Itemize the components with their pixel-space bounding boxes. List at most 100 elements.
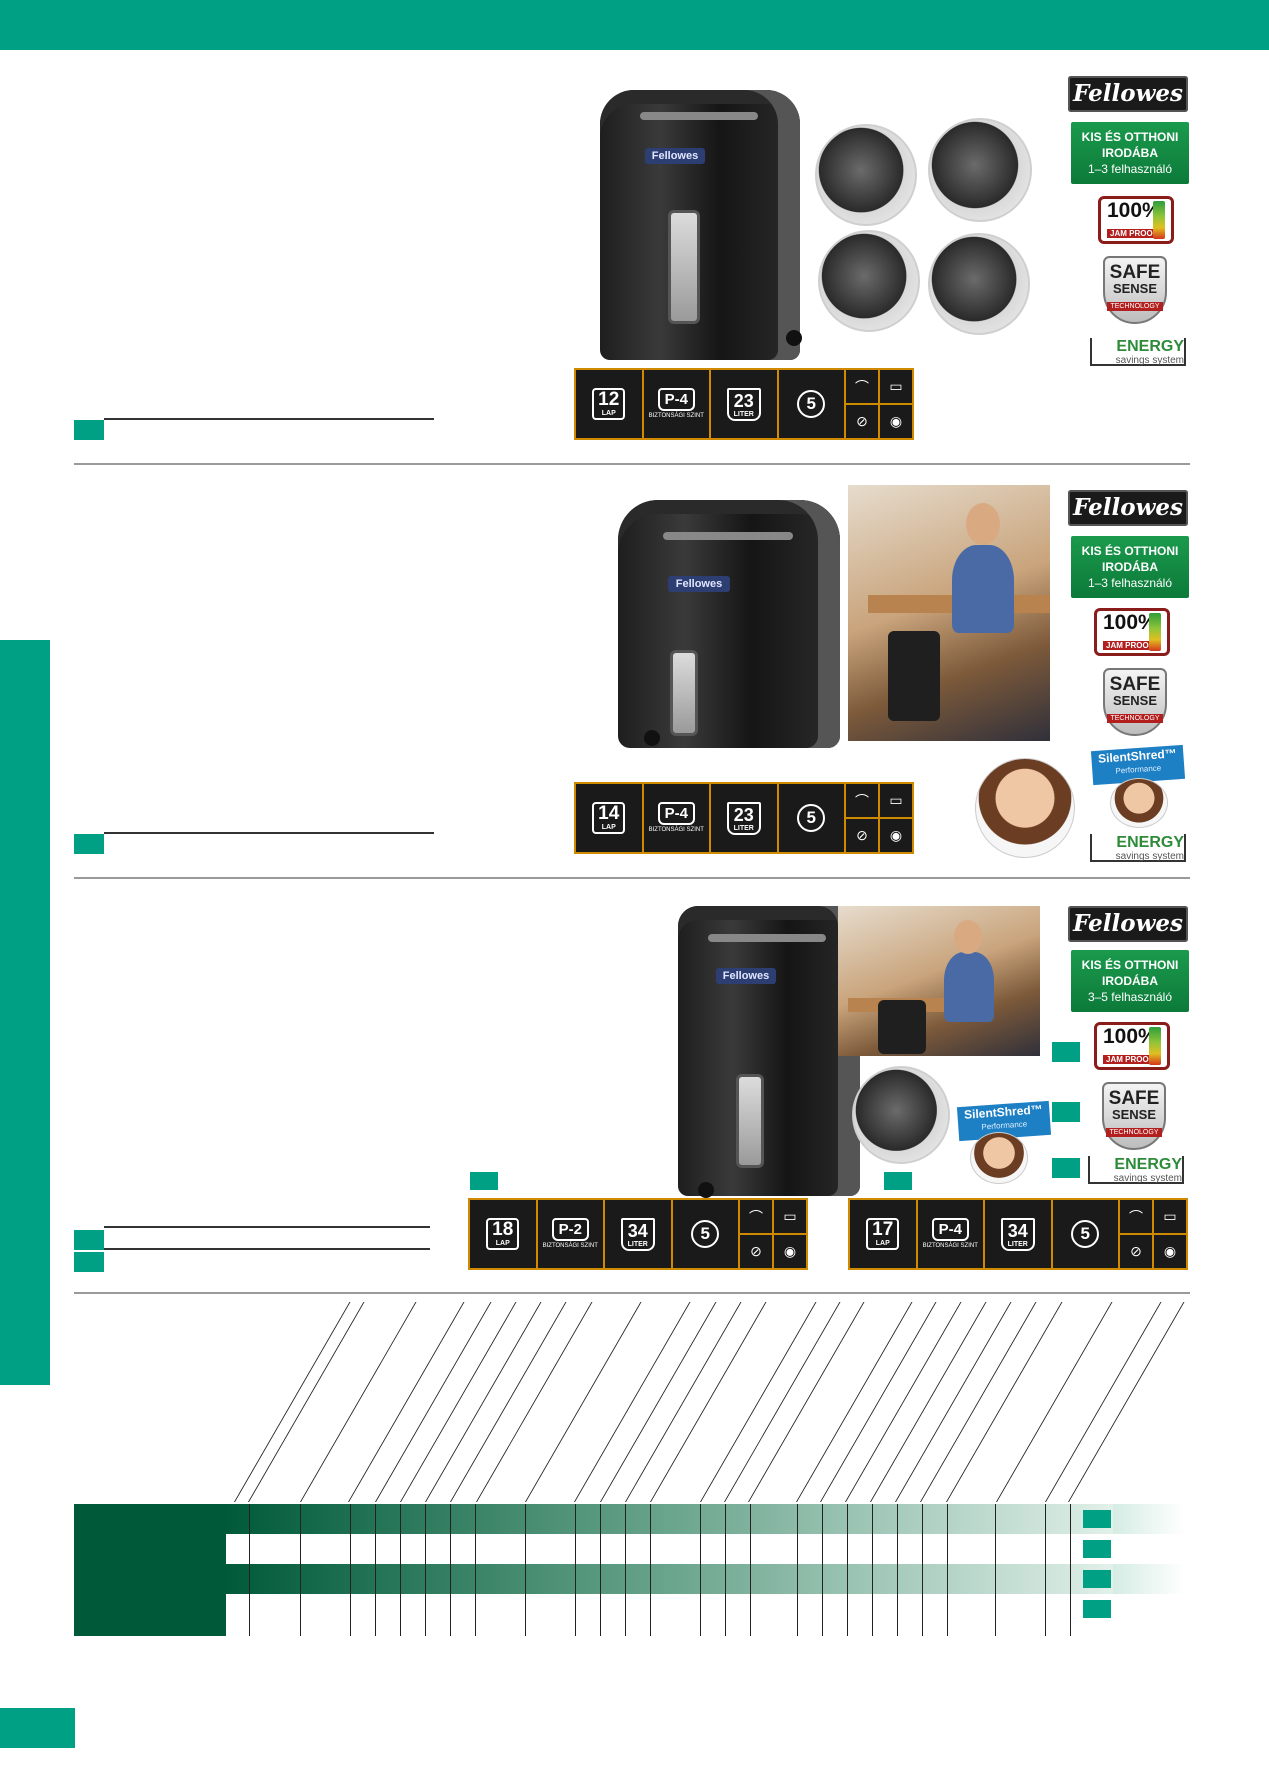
safe-sense-badge: SAFE SENSE TECHNOLOGY xyxy=(1102,1082,1166,1150)
material-icons: ⌒ ▭ ⊘ ◉ xyxy=(846,784,912,852)
text-underline xyxy=(104,1226,430,1228)
spec-marker xyxy=(884,1172,912,1190)
safe-sense-badge: SAFE SENSE TECHNOLOGY xyxy=(1103,256,1167,324)
paperclip-icon: ⊘ xyxy=(740,1235,772,1268)
staple-icon: ⌒ xyxy=(1120,1200,1152,1233)
unit-logo: Fellowes xyxy=(645,148,705,164)
ring-number: 5 xyxy=(778,370,844,438)
section-divider xyxy=(74,877,1190,879)
ring-number: 5 xyxy=(1052,1200,1118,1268)
side-color-band xyxy=(0,640,50,1385)
badge-marker xyxy=(1052,1042,1080,1062)
section-marker xyxy=(74,420,104,440)
jam-meter-icon xyxy=(1149,1027,1161,1065)
usage-badge: KIS ÉS OTTHONI IRODÁBA 1–3 felhasználó xyxy=(1071,536,1189,598)
jam-meter-icon xyxy=(1153,201,1165,239)
detail-photo xyxy=(928,233,1030,335)
safe-sense-badge: SAFE SENSE TECHNOLOGY xyxy=(1103,668,1167,736)
card-icon: ▭ xyxy=(774,1200,806,1233)
usage-badge: KIS ÉS OTTHONI IRODÁBA 1–3 felhasználó xyxy=(1071,122,1189,184)
card-icon: ▭ xyxy=(880,370,912,403)
badge-marker xyxy=(1052,1158,1080,1178)
table-row xyxy=(226,1594,1182,1624)
ring-number: 5 xyxy=(672,1200,738,1268)
section-marker xyxy=(74,1230,104,1250)
fellowes-logo: Fellowes xyxy=(1068,906,1188,942)
fellowes-logo: Fellowes xyxy=(1068,76,1188,112)
spec-marker xyxy=(470,1172,498,1190)
cd-icon: ◉ xyxy=(1154,1235,1186,1268)
usage-badge: KIS ÉS OTTHONI IRODÁBA 3–5 felhasználó xyxy=(1071,950,1189,1012)
paperclip-icon: ⊘ xyxy=(846,819,878,852)
security-level: P-4 BIZTONSÁGI SZINT xyxy=(643,370,709,438)
text-underline xyxy=(104,418,434,420)
row-marker xyxy=(1083,1600,1111,1618)
energy-savings-badge: ENERGY savings system xyxy=(1090,338,1186,366)
card-icon: ▭ xyxy=(1154,1200,1186,1233)
security-level: P-4 BIZTONSÁGI SZINT xyxy=(643,784,709,852)
cd-icon: ◉ xyxy=(774,1235,806,1268)
table-row xyxy=(226,1504,1182,1534)
staple-icon: ⌒ xyxy=(740,1200,772,1233)
material-icons: ⌒ ▭ ⊘ ◉ xyxy=(1120,1200,1186,1268)
row-marker xyxy=(1083,1540,1111,1558)
table-header-block xyxy=(74,1504,226,1636)
row-fade xyxy=(1113,1564,1185,1594)
section-divider xyxy=(74,463,1190,465)
section-marker xyxy=(74,834,104,854)
jam-proof-badge: 100% JAM PROOF xyxy=(1094,608,1170,656)
section-marker xyxy=(74,1252,104,1272)
row-marker xyxy=(1083,1510,1111,1528)
silent-face-photo xyxy=(970,1132,1028,1184)
table-row xyxy=(226,1564,1182,1594)
security-level: P-4 BIZTONSÁGI SZINT xyxy=(917,1200,983,1268)
jam-proof-badge: 100% JAM PROOF xyxy=(1094,1022,1170,1070)
energy-savings-badge: ENERGY savings system xyxy=(1090,834,1186,862)
product-image-shredder: Fellowes xyxy=(618,500,840,748)
text-underline xyxy=(104,1248,430,1250)
jam-proof-badge: 100% JAM PROOF xyxy=(1098,196,1174,244)
material-icons: ⌒ ▭ ⊘ ◉ xyxy=(740,1200,806,1268)
silent-face-photo xyxy=(1110,778,1168,828)
row-marker xyxy=(1083,1570,1111,1588)
text-underline xyxy=(104,832,434,834)
jam-meter-icon xyxy=(1149,613,1161,651)
cd-icon: ◉ xyxy=(880,819,912,852)
unit-logo: Fellowes xyxy=(668,576,730,592)
material-icons: ⌒ ▭ ⊘ ◉ xyxy=(846,370,912,438)
security-level: P-2 BIZTONSÁGI SZINT xyxy=(537,1200,603,1268)
ring-number: 5 xyxy=(778,784,844,852)
page-number-tab xyxy=(0,1708,75,1748)
office-photo xyxy=(848,485,1050,741)
section-divider xyxy=(74,1292,1190,1294)
detail-photo xyxy=(818,230,920,332)
detail-photo xyxy=(928,118,1032,222)
row-fade xyxy=(1113,1504,1185,1534)
table-row xyxy=(226,1534,1182,1564)
fellowes-logo: Fellowes xyxy=(1068,490,1188,526)
detail-photo xyxy=(815,124,917,226)
top-color-band xyxy=(0,0,1269,50)
paperclip-icon: ⊘ xyxy=(1120,1235,1152,1268)
product-image-shredder: Fellowes xyxy=(600,90,802,360)
detail-photo xyxy=(852,1066,950,1164)
detail-photo xyxy=(975,758,1075,858)
card-icon: ▭ xyxy=(880,784,912,817)
office-photo xyxy=(838,906,1040,1056)
energy-savings-badge: ENERGY savings system xyxy=(1088,1156,1184,1184)
paperclip-icon: ⊘ xyxy=(846,405,878,438)
unit-logo: Fellowes xyxy=(716,968,776,984)
staple-icon: ⌒ xyxy=(846,370,878,403)
